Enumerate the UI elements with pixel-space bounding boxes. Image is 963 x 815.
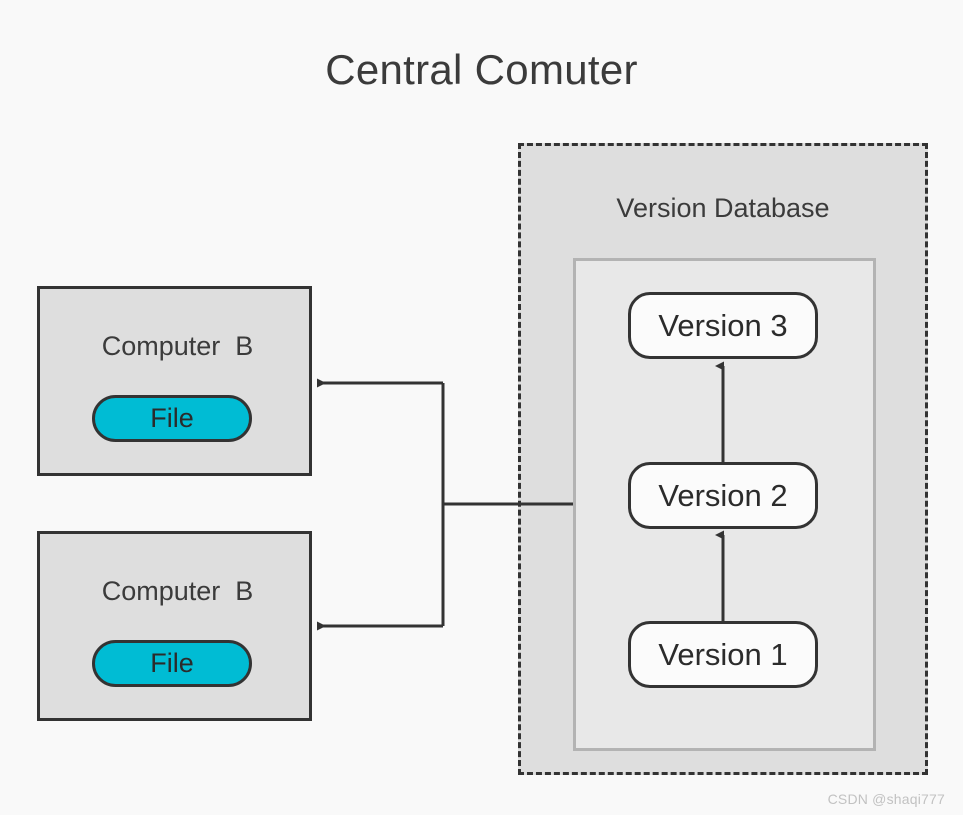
computer-label-top: Computer B xyxy=(101,331,254,361)
computer-box-bottom[interactable]: Computer B File xyxy=(37,531,312,721)
file-pill-top[interactable]: File xyxy=(92,395,252,442)
computer-box-top[interactable]: Computer B File xyxy=(37,286,312,476)
computer-label-bottom: Computer B xyxy=(101,576,254,606)
version-database-inner-panel: Version 3 Version 2 Version 1 xyxy=(573,258,876,751)
version-node-2[interactable]: Version 2 xyxy=(628,462,818,529)
version-database-title: Version Database xyxy=(616,193,830,223)
file-pill-bottom[interactable]: File xyxy=(92,640,252,687)
watermark: CSDN @shaqi777 xyxy=(827,791,945,807)
version-node-1[interactable]: Version 1 xyxy=(628,621,818,688)
version-node-3[interactable]: Version 3 xyxy=(628,292,818,359)
version-database-container: Version Database Version 3 Version 2 Ver… xyxy=(518,143,928,775)
page-title: Central Comuter xyxy=(325,46,638,93)
